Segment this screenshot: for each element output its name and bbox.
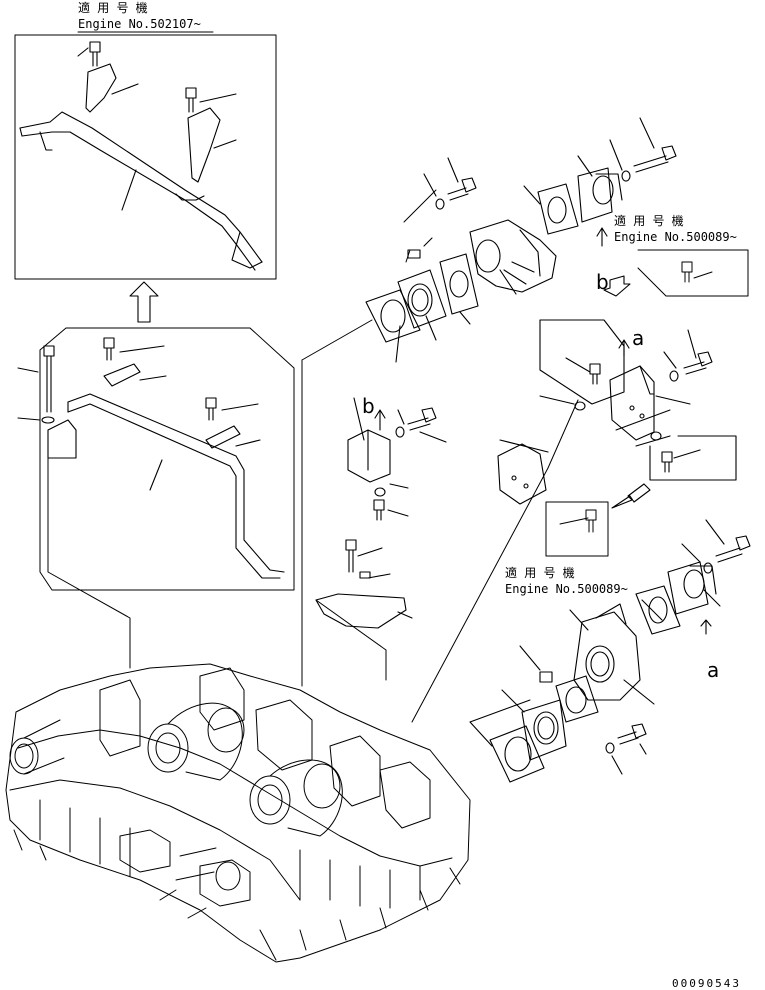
right-bracket-lower xyxy=(497,443,547,505)
reference-letter-a-lower: a xyxy=(707,658,720,682)
mount-plate xyxy=(315,539,413,629)
applicable-engine-number-top: Engine No.502107~ xyxy=(78,17,201,31)
left-inset-frame xyxy=(39,327,295,591)
arrow-up xyxy=(129,281,159,323)
middle-bracket-group xyxy=(539,319,737,509)
lower-duct-assembly xyxy=(469,519,751,783)
applicable-engine-number-right-upper: Engine No.500089~ xyxy=(614,230,737,244)
applicable-engine-label-right-lower: 適 用 号 機 xyxy=(505,566,575,580)
applicable-engine-number-right-lower: Engine No.500089~ xyxy=(505,582,628,596)
applicable-engine-label-top: 適 用 号 機 xyxy=(78,1,148,15)
upper-duct-assembly xyxy=(365,117,677,363)
top-inset-frame xyxy=(14,31,277,280)
engine-block xyxy=(5,663,471,963)
center-bracket xyxy=(347,397,549,521)
lower-right-small-inset xyxy=(545,501,609,557)
left-inset-bracket xyxy=(17,337,285,579)
connector-lines xyxy=(47,189,671,723)
drawing-code: 00090543 xyxy=(672,977,741,990)
reference-letter-b-middle: b xyxy=(362,394,375,418)
reference-letter-b-upper: b xyxy=(596,270,609,294)
reference-letter-a-upper: a xyxy=(632,326,645,350)
top-inset-bracket xyxy=(19,41,263,271)
applicable-engine-label-right-upper: 適 用 号 機 xyxy=(614,214,684,228)
upper-right-inset xyxy=(603,249,749,297)
